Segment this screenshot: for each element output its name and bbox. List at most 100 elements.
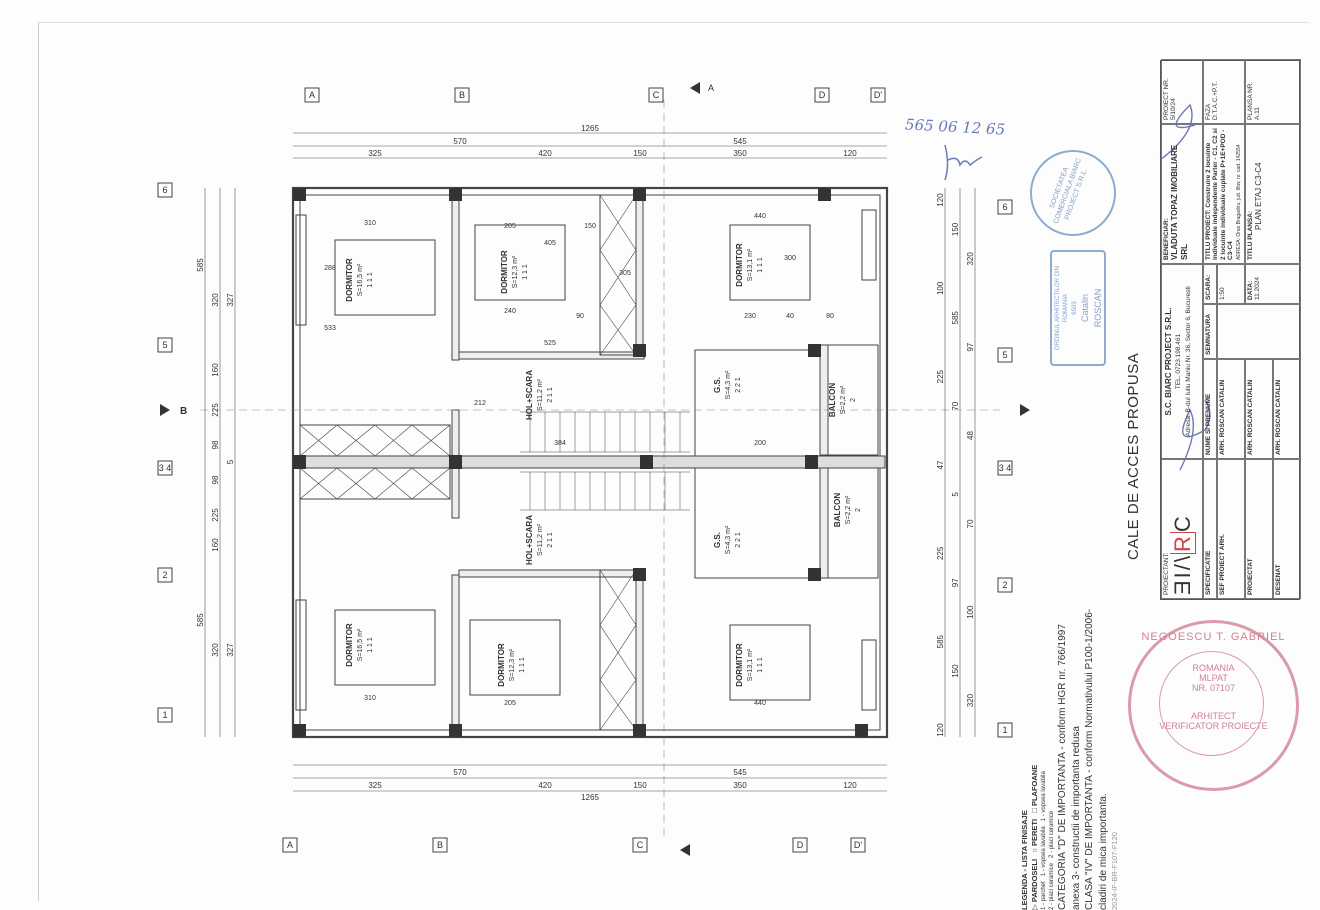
- wall: [451, 574, 460, 731]
- axis-label: 5: [1002, 350, 1007, 360]
- party-wall: [294, 455, 886, 469]
- titlu-plansa-cell: TITLU PLANSA: PLAN ETAJ C3-C4: [1245, 124, 1301, 264]
- proiect-nr-label: PROIECT NR.: [1163, 78, 1170, 120]
- bed: [474, 224, 566, 301]
- axis-bubble: A: [304, 87, 320, 103]
- access-caption: CALE DE ACCES PROPUSA: [1125, 352, 1142, 560]
- dim-left: 160: [211, 363, 220, 377]
- wall: [819, 344, 829, 456]
- titlu-plansa-label: TITLU PLANSA:: [1247, 210, 1254, 260]
- dim-total-top: 1265: [581, 124, 599, 133]
- section-arrow-icon: [1020, 404, 1030, 416]
- axis-label: D': [874, 90, 882, 100]
- dim-right: 47: [936, 460, 945, 469]
- dim-right: 320: [966, 252, 975, 266]
- proiect-nr: 5/10/24: [1170, 98, 1178, 120]
- proiect-nr-cell: PROIECT NR. 5/10/24: [1161, 59, 1203, 124]
- finish-codes: 1 1 1: [519, 657, 526, 673]
- dim-right: 120: [936, 723, 945, 737]
- dim-bottom: 420: [538, 781, 552, 790]
- finish-codes: 2 1 1: [547, 532, 554, 548]
- finish-codes: 2: [850, 398, 857, 402]
- section-arrow-icon: [160, 404, 170, 416]
- legend-item: 2 - placi ceramice: [1049, 862, 1056, 910]
- axis-label: B: [459, 90, 465, 100]
- inner-dim: 40: [786, 313, 794, 320]
- axis-bubble: D': [850, 837, 866, 853]
- dim-top: 350: [733, 149, 747, 158]
- axis-label: 6: [162, 185, 167, 195]
- axis-bubble: 1: [157, 707, 173, 723]
- faza-cell: FAZA D.T.A.C.+P.T.: [1203, 59, 1245, 124]
- finish-codes: 1 1 1: [367, 637, 374, 653]
- axis-bubble: B: [454, 87, 470, 103]
- dim-right: 48: [966, 431, 975, 440]
- axis-bubble: D': [870, 87, 886, 103]
- beneficiar-label: BENEFICIAR:: [1163, 218, 1170, 260]
- dim-bottom: 350: [733, 781, 747, 790]
- axis-bubble: A: [282, 837, 298, 853]
- stairs: [520, 411, 690, 511]
- axis-bubble: C: [632, 837, 648, 853]
- dim-bottom: 120: [843, 781, 857, 790]
- dim-top: 325: [368, 149, 382, 158]
- faza-label: FAZA: [1205, 103, 1212, 120]
- legend-pardoseli: PARDOSELI: [1030, 858, 1040, 903]
- proiectant-label: PROIECTANT:: [1163, 552, 1170, 596]
- axis-label: B: [437, 840, 443, 850]
- dim-right: 150: [951, 222, 960, 236]
- balcony-upper: [827, 344, 879, 456]
- terrace-upper: [299, 424, 451, 457]
- oar-stamp-lastname: ROSCAN: [1092, 288, 1103, 328]
- axis-label: 3 4: [999, 463, 1012, 473]
- dim-right: 100: [936, 281, 945, 295]
- company-name: S.C. BIARC PROJECT S.R.L.: [1164, 307, 1173, 416]
- room-area: S=2,2 m²: [840, 385, 847, 414]
- axis-label: C: [637, 840, 644, 850]
- balcony-lower: [827, 467, 879, 579]
- person-name: ARH. ROSCAN CATALIN: [1273, 359, 1301, 459]
- oar-stamp-number: 6593: [1071, 301, 1078, 315]
- grid-axes: [200, 100, 1000, 840]
- inner-dim: 300: [784, 255, 796, 262]
- verifier-stamp: NEGOESCU T. GABRIEL ROMANIA MLPAT NR. 07…: [1128, 620, 1299, 791]
- finish-codes: 2: [855, 508, 862, 512]
- plansa-nr-label: PLANSA NR.: [1247, 81, 1254, 120]
- titlu-plansa: PLAN ETAJ C3-C4: [1254, 162, 1264, 230]
- axis-label: C: [653, 90, 660, 100]
- room-name: DORMITOR: [345, 623, 354, 667]
- axis-label: 2: [162, 570, 167, 580]
- axis-label: A: [309, 90, 315, 100]
- pardoseli-icon: ▷: [1030, 904, 1040, 910]
- wardrobe: [599, 194, 637, 356]
- inner-dim: 525: [544, 340, 556, 347]
- finish-codes: 1 1 1: [367, 272, 374, 288]
- dim-right: 120: [936, 193, 945, 207]
- window: [861, 209, 877, 281]
- dim-left: 327: [226, 643, 235, 657]
- room-name: DORMITOR: [497, 643, 506, 687]
- axis-label: 1: [1002, 725, 1007, 735]
- header-specificatie: SPECIFICATIE: [1203, 459, 1217, 599]
- inner-dim: 440: [754, 700, 766, 707]
- finish-codes: 2 1 1: [547, 387, 554, 403]
- dim-bottom: 570: [453, 768, 467, 777]
- axis-bubble: 3 4: [157, 460, 173, 476]
- sheet-border: [38, 22, 1309, 901]
- inner-dim: 80: [826, 313, 834, 320]
- inner-dim: 405: [544, 240, 556, 247]
- wall: [458, 569, 645, 578]
- bathroom-lower: [694, 467, 821, 579]
- wall: [635, 194, 644, 356]
- wardrobe: [599, 569, 637, 731]
- adresa: ADRESA: Oras Bragadiru, jud. Ilfov, nr. …: [1235, 144, 1242, 260]
